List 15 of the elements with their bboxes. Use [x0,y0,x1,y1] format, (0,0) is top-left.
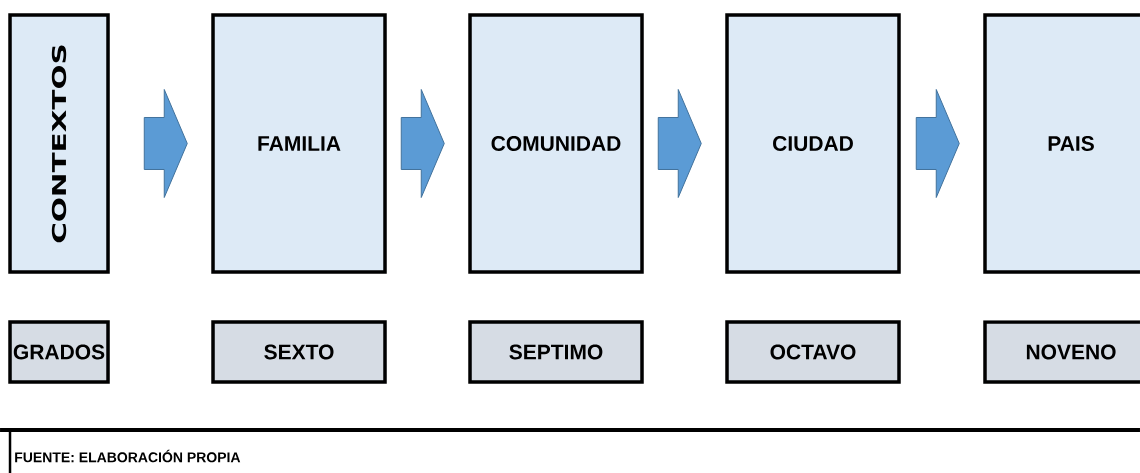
grade-box: OCTAVO [725,320,901,384]
block-arrow [400,89,445,198]
grade-box: SEXTO [211,320,387,384]
context-box: CIUDAD [725,13,901,274]
context-box: PAIS [983,13,1140,274]
context-box: FAMILIA [211,13,387,274]
grade-box: NOVENO [983,320,1140,384]
grade-box: GRADOS [8,320,110,384]
block-arrow [143,89,188,198]
grade-box: SEPTIMO [468,320,644,384]
context-box: COMUNIDAD [468,13,644,274]
context-box: CONTEXTOS [8,13,110,274]
source-note: FUENTE: ELABORACIÓN PROPIA [15,449,241,463]
block-arrow [915,89,960,198]
block-arrow [657,89,702,198]
